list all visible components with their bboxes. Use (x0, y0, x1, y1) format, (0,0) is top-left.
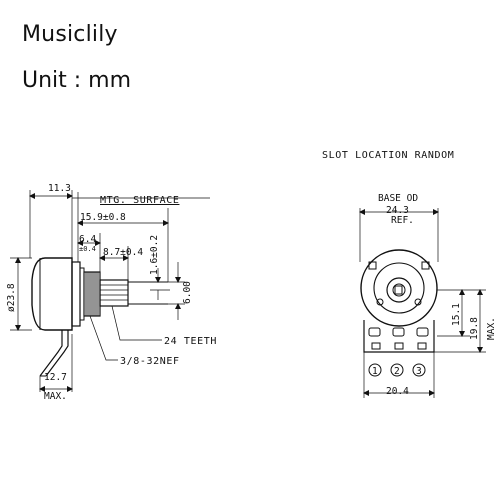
side-view (10, 190, 210, 392)
terminal-3 (412, 363, 426, 377)
solder-lug (39, 330, 69, 377)
dim-height-b-max: MAX. (486, 317, 497, 340)
rear-shaft (386, 277, 412, 303)
terminal-label-2: 2 (394, 366, 400, 377)
brand-title: Musiclily (22, 22, 118, 47)
slot-location-note: SLOT LOCATION RANDOM (322, 150, 454, 161)
dim-shaft-diameter: 6.00 (182, 281, 193, 304)
terminal-label-3: 3 (416, 366, 422, 377)
dim-height-b: 19.8 (469, 317, 480, 340)
mounting-surface-label: MTG. SURFACE (100, 195, 179, 206)
rear-view (359, 208, 486, 398)
terminal-1 (368, 363, 382, 377)
dim-flat-depth: 1.6±0.2 (149, 235, 160, 275)
body-outline (31, 257, 73, 331)
thread-label: 3/8-32NEF (120, 356, 180, 367)
dim-body-diameter: ø23.8 (6, 283, 17, 312)
dim-bushing-length: 6.4 (79, 234, 96, 245)
unit-label: Unit : mm (22, 68, 132, 93)
dim-height-a: 15.1 (451, 303, 462, 326)
dim-knurl-length: 8.7±0.4 (103, 247, 143, 258)
dim-shaft-length: 15.9±0.8 (80, 212, 126, 223)
rear-body (360, 249, 438, 327)
dim-lug-drop: 12.7 (44, 372, 67, 383)
bushing-threads (85, 272, 99, 316)
mounting-flange (71, 261, 81, 327)
rear-view-labels: BASE OD 24.3 REF. 15.1 19.8 MAX. 20.4 1 … (372, 193, 497, 397)
terminal-label-1: 1 (372, 366, 378, 377)
base-od-ref: REF. (391, 215, 414, 226)
knurled-shaft (99, 279, 129, 307)
dim-base-od: 24.3 (386, 205, 409, 216)
side-view-labels: 11.3 MTG. SURFACE 15.9±0.8 6.4 ±0.4 8.7±… (6, 183, 217, 402)
teeth-label: 24 TEETH (164, 336, 217, 347)
terminal-2 (390, 363, 404, 377)
terminal-block (363, 320, 435, 353)
dim-total-length: 11.3 (48, 183, 71, 194)
dim-lug-span: 20.4 (386, 386, 409, 397)
base-od-label: BASE OD (378, 193, 418, 204)
dim-lug-drop-max: MAX. (44, 391, 67, 402)
dim-bushing-tolerance: ±0.4 (79, 245, 96, 253)
